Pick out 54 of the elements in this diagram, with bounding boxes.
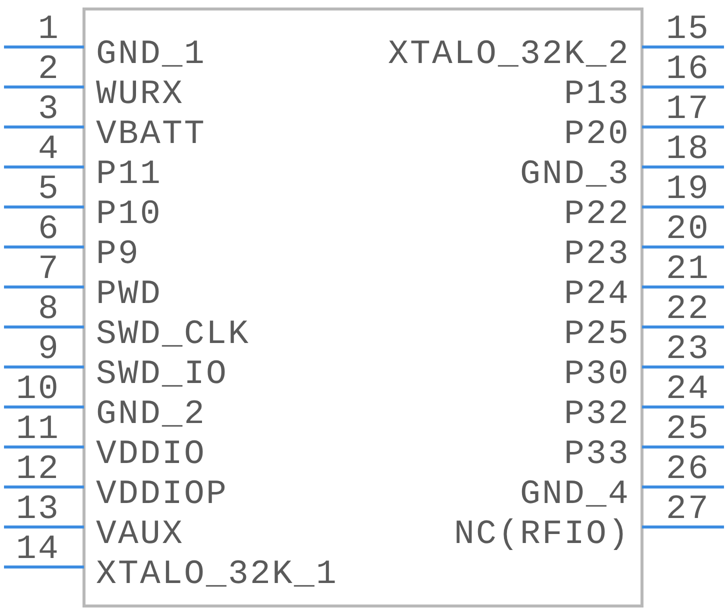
pin-number: 20 [666,213,710,247]
pin-name: P20 [564,118,630,152]
pin-name: SWD_CLK [96,318,250,352]
pin-number: 19 [666,173,710,207]
pin-name: P32 [564,398,630,432]
pin-name: P9 [96,238,140,272]
pin-name: P10 [96,198,162,232]
pin-name: VBATT [96,118,206,152]
pin-name: VDDIO [96,438,206,472]
pin-number: 24 [666,373,710,407]
pin-number: 3 [38,93,60,127]
pin-number: 2 [38,53,60,87]
pin-number: 14 [16,533,60,567]
pin-number: 10 [16,373,60,407]
pin-name: P13 [564,78,630,112]
pin-name: NC(RFIO) [454,518,630,552]
pin-name: GND_4 [520,478,630,512]
pin-name: WURX [96,78,184,112]
pin-number: 9 [38,333,60,367]
pin-name: XTALO_32K_2 [388,38,630,72]
pin-number: 26 [666,453,710,487]
pin-name: P23 [564,238,630,272]
pin-number: 17 [666,93,710,127]
pin-number: 11 [16,413,60,447]
pin-number: 25 [666,413,710,447]
pin-name: GND_2 [96,398,206,432]
pin-name: P25 [564,318,630,352]
pin-number: 7 [38,253,60,287]
pin-name: VDDIOP [96,478,228,512]
pin-number: 6 [38,213,60,247]
pin-number: 8 [38,293,60,327]
pin-number: 4 [38,133,60,167]
pin-number: 13 [16,493,60,527]
pin-number: 16 [666,53,710,87]
pin-number: 23 [666,333,710,367]
pin-number: 12 [16,453,60,487]
pin-number: 18 [666,133,710,167]
pin-number: 15 [666,13,710,47]
pin-name: GND_3 [520,158,630,192]
pin-number: 21 [666,253,710,287]
pin-name: P30 [564,358,630,392]
pin-number: 5 [38,173,60,207]
pin-name: P24 [564,278,630,312]
pin-name: GND_1 [96,38,206,72]
pin-name: P33 [564,438,630,472]
pin-number: 27 [666,493,710,527]
pin-name: PWD [96,278,162,312]
pin-name: SWD_IO [96,358,228,392]
pin-name: XTALO_32K_1 [96,558,338,592]
pin-number: 22 [666,293,710,327]
pin-name: P11 [96,158,162,192]
pin-name: P22 [564,198,630,232]
pin-name: VAUX [96,518,184,552]
pin-number: 1 [38,13,60,47]
